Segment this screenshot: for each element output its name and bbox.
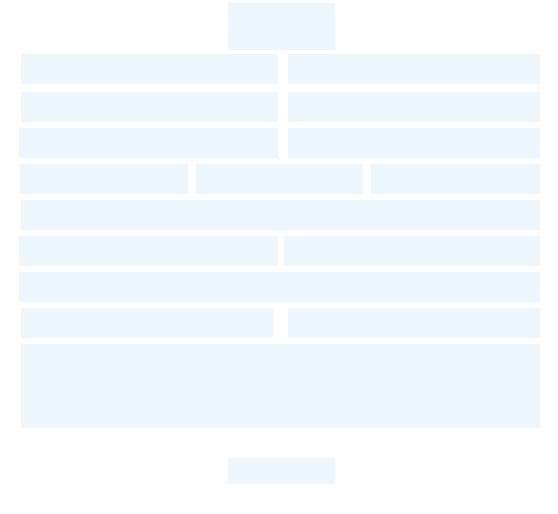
form-field-row2-col2[interactable] — [288, 92, 540, 122]
form-field-row7-full[interactable] — [19, 272, 540, 302]
form-field-row3-col1[interactable] — [19, 128, 278, 158]
form-field-row5-full[interactable] — [21, 200, 540, 230]
header-button[interactable] — [228, 3, 335, 50]
form-field-row1-col2[interactable] — [288, 54, 540, 84]
form-field-row6-col2[interactable] — [284, 236, 540, 266]
form-field-row4-col1[interactable] — [20, 164, 188, 194]
submit-button[interactable] — [228, 458, 335, 484]
form-field-row3-col2[interactable] — [288, 128, 540, 158]
form-field-row1-col1[interactable] — [21, 54, 278, 84]
form-field-row8-col2[interactable] — [288, 308, 540, 338]
form-field-row6-col1[interactable] — [19, 236, 278, 266]
form-field-row8-col1[interactable] — [21, 308, 273, 338]
form-field-row4-col2[interactable] — [196, 164, 363, 194]
message-textarea[interactable] — [21, 344, 540, 428]
form-field-row2-col1[interactable] — [21, 92, 278, 122]
form-field-row4-col3[interactable] — [371, 164, 540, 194]
